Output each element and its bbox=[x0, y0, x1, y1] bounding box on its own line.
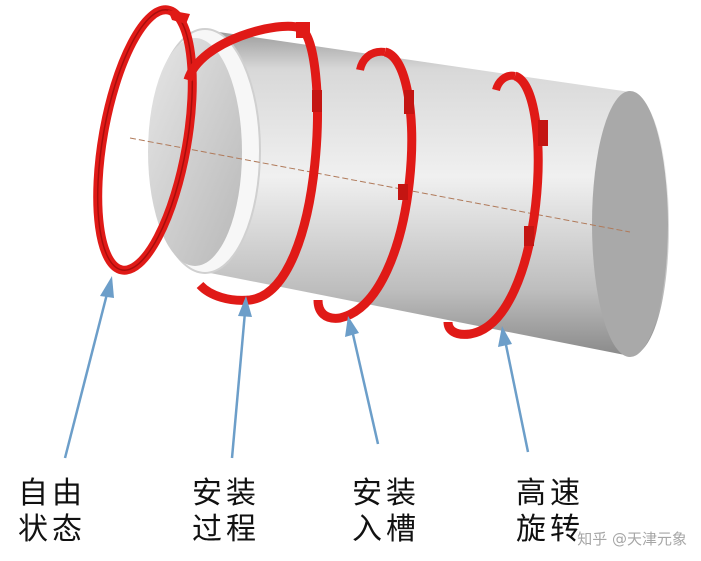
label-in-groove-line2: 入槽 bbox=[352, 512, 420, 547]
arrow-in-groove bbox=[350, 329, 380, 445]
ring-free-state bbox=[93, 5, 197, 275]
arrows bbox=[63, 276, 530, 459]
ring-installing bbox=[183, 21, 322, 305]
label-high-speed: 高速 旋转 bbox=[516, 476, 584, 548]
label-free-state: 自由 状态 bbox=[18, 476, 86, 548]
arrow-high-speed bbox=[503, 339, 530, 453]
label-in-groove-line1: 安装 bbox=[352, 476, 420, 511]
ring-high-speed bbox=[443, 71, 548, 339]
label-installing-line1: 安装 bbox=[192, 476, 260, 511]
label-in-groove: 安装 入槽 bbox=[352, 476, 420, 548]
shaft-far-end bbox=[592, 91, 668, 357]
arrow-free bbox=[63, 289, 110, 459]
arrow-installing bbox=[230, 311, 247, 459]
label-high-speed-line2: 旋转 bbox=[516, 512, 584, 547]
label-free-line1: 自由 bbox=[18, 476, 86, 511]
label-high-speed-line1: 高速 bbox=[516, 476, 584, 511]
ring-in-groove bbox=[313, 47, 417, 323]
label-installing-line2: 过程 bbox=[192, 512, 260, 547]
shaft-axis-line bbox=[129, 137, 631, 233]
label-installing: 安装 过程 bbox=[192, 476, 260, 548]
watermark: 知乎 @天津元象 bbox=[577, 530, 687, 548]
label-free-line2: 状态 bbox=[18, 512, 86, 547]
